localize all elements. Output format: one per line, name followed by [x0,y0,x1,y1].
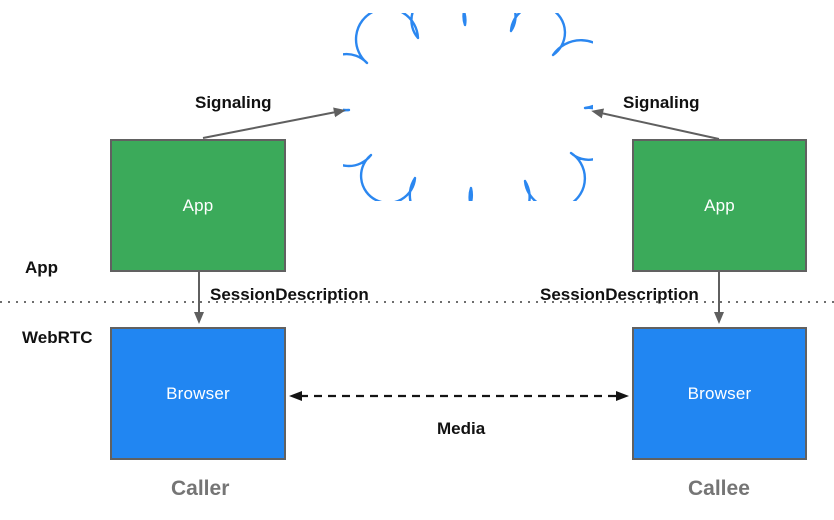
session-description-label-left: SessionDescription [210,285,369,304]
signaling-arrow-left [202,107,346,139]
cloud-icon [343,13,593,201]
callee-app-label: App [704,195,735,215]
signaling-label-left: Signaling [195,93,272,112]
callee-browser-label: Browser [687,383,752,403]
callee-browser-node: Browser [632,327,807,460]
callee-app-node: App [632,139,807,272]
caller-browser-label: Browser [166,383,230,403]
signaling-arrow-right [591,108,720,140]
caller-app-node: App [110,139,286,272]
media-label: Media [437,419,486,438]
caller-app-label: App [182,195,214,215]
lane-label-webrtc: WebRTC [22,328,93,347]
app-webrtc-divider-line [0,301,834,303]
cloud-outline [343,13,593,201]
signaling-label-right: Signaling [623,93,700,112]
caller-label: Caller [171,477,230,500]
caller-browser-node: Browser [110,327,286,460]
callee-label: Callee [688,477,750,500]
session-description-label-right: SessionDescription [540,285,699,304]
lane-label-app: App [25,258,59,277]
